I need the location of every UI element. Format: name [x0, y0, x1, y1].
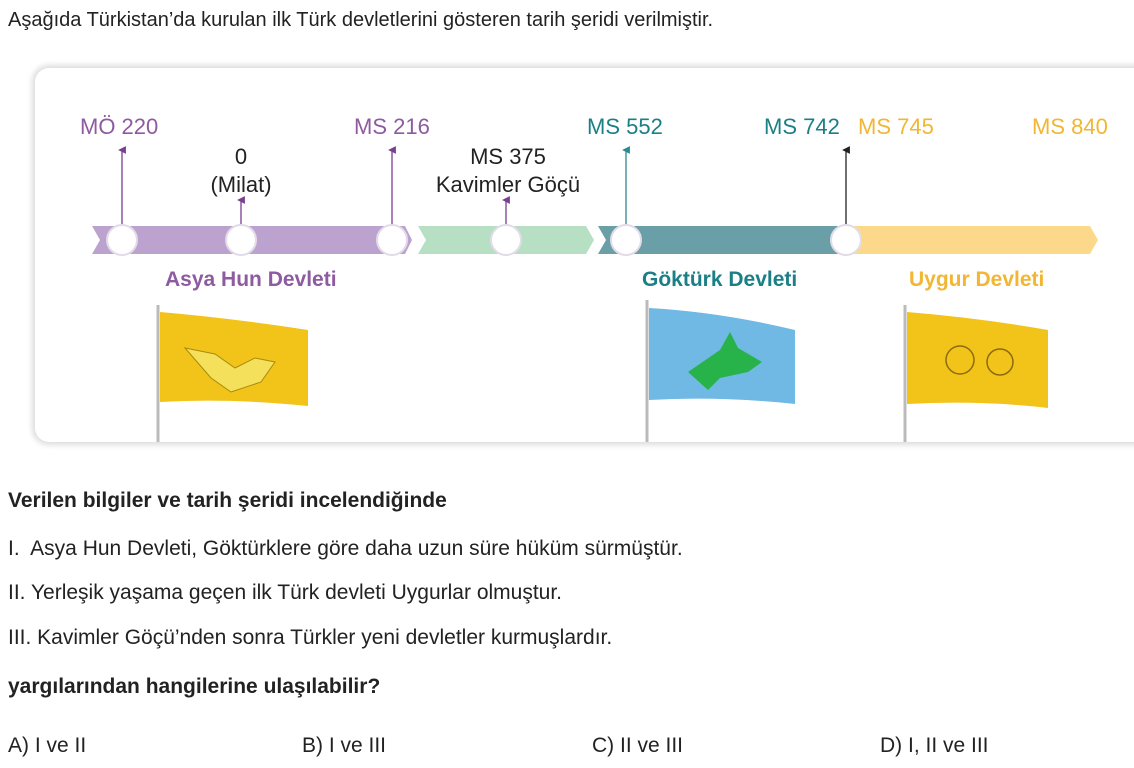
marker-ms375 — [490, 224, 522, 256]
statement-1: I. Asya Hun Devleti, Göktürklere göre da… — [8, 537, 683, 560]
question-prompt: yargılarından hangilerine ulaşılabilir? — [8, 675, 381, 698]
statement-3: III. Kavimler Göçü’nden sonra Türkler ye… — [8, 626, 613, 649]
marker-ms742 — [830, 224, 862, 256]
date-ms745: MS 745 — [858, 114, 934, 139]
date-ms552: MS 552 — [587, 114, 663, 139]
marker-milat — [225, 224, 257, 256]
marker-ms216 — [376, 224, 408, 256]
timeline-graphic — [92, 146, 1098, 442]
question-stem: Verilen bilgiler ve tarih şeridi incelen… — [8, 489, 447, 512]
option-a[interactable]: A) I ve II — [8, 734, 87, 757]
hun-flag — [156, 305, 308, 442]
date-milat-year: 0 — [234, 144, 248, 169]
date-ms216: MS 216 — [354, 114, 430, 139]
date-mo220: MÖ 220 — [80, 114, 159, 139]
date-ms375-label: Kavimler Göçü — [435, 172, 581, 197]
option-b[interactable]: B) I ve III — [302, 734, 387, 757]
intro-text: Aşağıda Türkistan’da kurulan ilk Türk de… — [8, 9, 714, 31]
state-uygur-label: Uygur Devleti — [909, 268, 1045, 291]
uygur-flag — [903, 305, 1048, 442]
state-hun-label: Asya Hun Devleti — [165, 268, 337, 291]
option-d[interactable]: D) I, II ve III — [880, 734, 989, 757]
gokturk-bar — [598, 226, 846, 254]
marker-ms552 — [610, 224, 642, 256]
date-ms375: MS 375 — [470, 144, 546, 169]
statement-2: II. Yerleşik yaşama geçen ilk Türk devle… — [8, 581, 563, 604]
date-milat-label: (Milat) — [210, 172, 272, 197]
date-ms742: MS 742 — [764, 114, 840, 139]
uygur-bar — [846, 226, 1098, 254]
option-c[interactable]: C) II ve III — [592, 734, 684, 757]
marker-mo220 — [106, 224, 138, 256]
state-gokturk-label: Göktürk Devleti — [642, 268, 798, 291]
gokturk-flag — [645, 300, 795, 442]
date-ms840: MS 840 — [1032, 114, 1108, 139]
